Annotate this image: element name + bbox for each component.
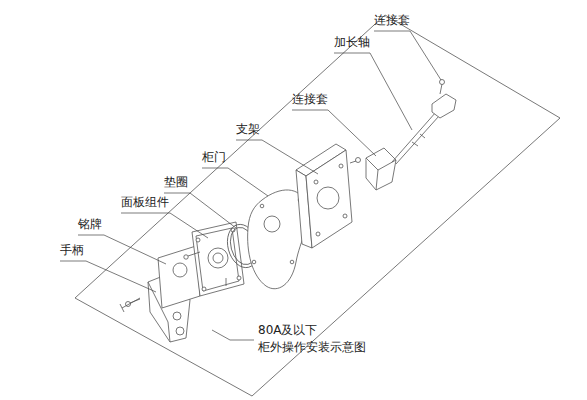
part-label: 连接套 <box>292 92 328 106</box>
extension-shaft <box>392 112 439 164</box>
part-label: 面板组件 <box>121 195 169 209</box>
screw <box>126 252 201 307</box>
part-label: 垫圈 <box>164 175 188 189</box>
bracket <box>296 144 352 248</box>
leader-line <box>60 31 441 340</box>
nameplate <box>158 246 200 308</box>
part-label: 连接套 <box>374 13 410 27</box>
caption: 80A及以下 柜外操作安装示意图 <box>258 322 376 357</box>
part-label: 支架 <box>236 122 260 136</box>
part-label: 加长轴 <box>334 35 370 49</box>
part-label: 手柄 <box>60 243 84 257</box>
connection-sleeve <box>432 80 456 119</box>
part-label: 铭牌 <box>78 217 102 231</box>
mounting-plane <box>75 15 560 396</box>
connection-sleeve <box>350 148 396 190</box>
part-label: 柜门 <box>202 150 226 164</box>
